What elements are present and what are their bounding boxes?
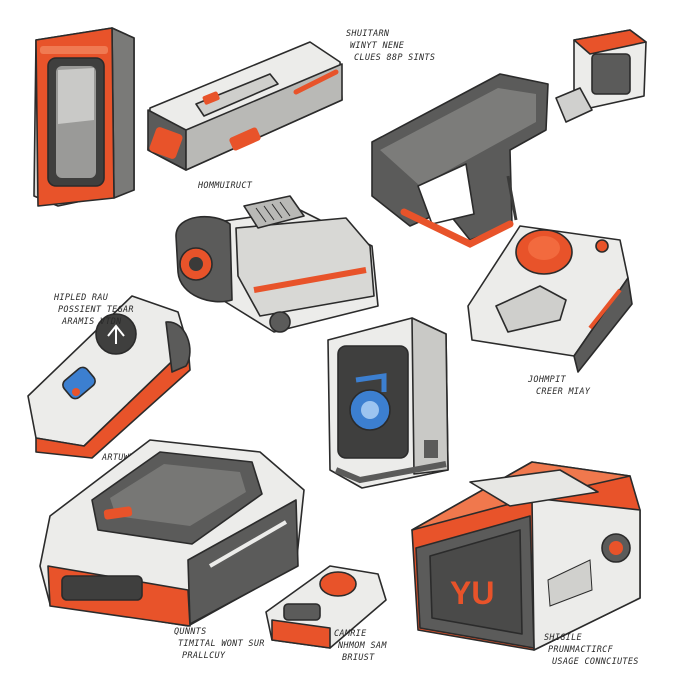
annotation-line: USAGE CONNCIUTES: [552, 657, 639, 667]
button-camera-device: [467, 225, 633, 373]
annotation-line: PRALLCUY: [182, 651, 226, 661]
upright-scanner-device: [327, 317, 449, 489]
annotation-line: CAMRIE: [334, 629, 367, 639]
box-annotation: SHIGILE PRUNMACTIRCF USAGE CONNCIUTES: [544, 633, 639, 667]
logo-letters: YU: [450, 575, 494, 611]
annotation-line: HIPLED RAU: [53, 293, 109, 303]
rugged-case-device: [39, 439, 305, 627]
roller-base-device: [175, 195, 379, 333]
mini-puck-device: [265, 565, 387, 649]
pistol-grip-device: [371, 73, 549, 248]
annotation-line: NHMOM SAM: [337, 641, 387, 651]
annotation-line: CREER MIAY: [536, 387, 591, 397]
annotation-line: TIMITAL WONT SUR: [178, 639, 265, 649]
puck-annotation: CAMRIE NHMOM SAM BRIUST: [334, 629, 387, 663]
annotation-line: QUNNTS: [174, 627, 207, 637]
annotation-line: PRUNMACTIRCF: [548, 645, 614, 655]
handheld-annotation: HOMMUIRUCT: [197, 181, 253, 191]
annotation-line: SHUITARN: [346, 29, 390, 39]
annotation-line: WINYT NENE: [350, 41, 405, 51]
annotation-line: CLUES 88P SINTS: [354, 53, 435, 63]
annotation-line: ARAMIS VTDN: [61, 317, 122, 327]
annotation-line: BRIUST: [342, 653, 375, 663]
slim-handheld-device: [147, 41, 343, 171]
small-cube-device: [555, 29, 647, 123]
annotation-line: POSSIENT TEGAR: [58, 305, 134, 315]
top-right-annotation: SHUITARN WINYT NENE CLUES 88P SINTS: [346, 29, 435, 63]
camera-annotation: JOHMPIT CREER MIAY: [527, 375, 591, 397]
annotation-line: SHIGILE: [544, 633, 583, 643]
annotation-line: JOHMPIT: [527, 375, 567, 385]
tall-handheld-device: [33, 27, 135, 207]
case-annotation: QUNNTS TIMITAL WONT SUR PRALLCUY: [174, 627, 265, 661]
large-box-device: YU: [411, 461, 641, 651]
panel-annotation: HIPLED RAU POSSIENT TEGAR ARAMIS VTDN: [53, 293, 134, 327]
dial-panel-device: [27, 295, 191, 459]
